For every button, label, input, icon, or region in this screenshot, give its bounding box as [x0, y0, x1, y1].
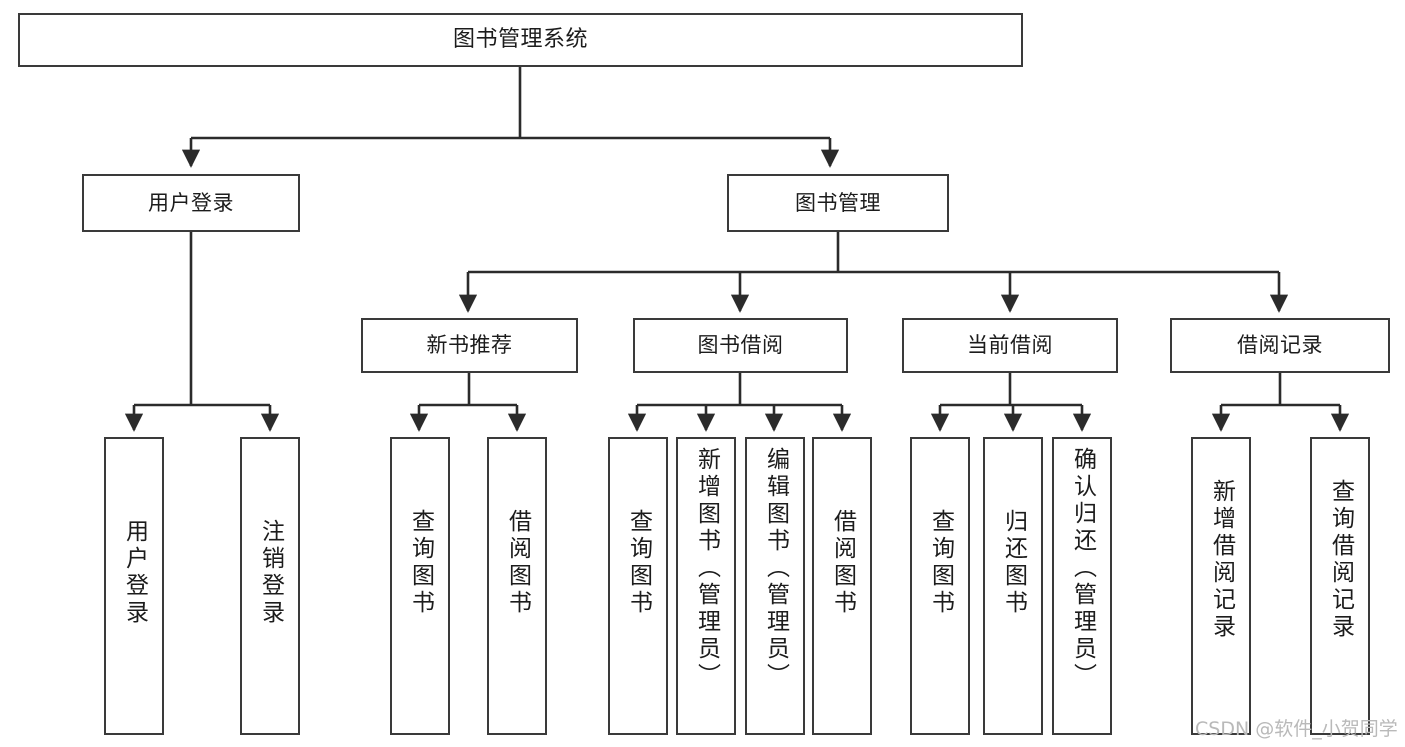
leaf-query-book-3[interactable]: 查询图书: [910, 437, 970, 735]
leaf-user-login[interactable]: 用户登录: [104, 437, 164, 735]
leaf-edit-book-label: 编辑图书（管理员）: [762, 447, 789, 690]
leaf-query-record[interactable]: 查询借阅记录: [1310, 437, 1370, 735]
node-new-book-recommend-label: 新书推荐: [426, 333, 513, 358]
node-book-borrow-label: 图书借阅: [697, 333, 784, 358]
leaf-borrow-book-1-label: 借阅图书: [504, 509, 531, 617]
leaf-logout-label: 注销登录: [257, 519, 284, 627]
node-user-login[interactable]: 用户登录: [82, 174, 300, 232]
leaf-confirm-return-label: 确认归还（管理员）: [1069, 447, 1096, 690]
leaf-add-record[interactable]: 新增借阅记录: [1191, 437, 1251, 735]
leaf-logout[interactable]: 注销登录: [240, 437, 300, 735]
leaf-query-book-3-label: 查询图书: [927, 509, 954, 617]
node-book-borrow[interactable]: 图书借阅: [633, 318, 848, 373]
leaf-query-book-1-label: 查询图书: [407, 509, 434, 617]
leaf-borrow-book-2-label: 借阅图书: [829, 509, 856, 617]
node-borrow-record-label: 借阅记录: [1237, 333, 1323, 358]
leaf-query-record-label: 查询借阅记录: [1327, 479, 1354, 641]
node-user-login-label: 用户登录: [148, 190, 234, 215]
node-root[interactable]: 图书管理系统: [18, 13, 1023, 67]
node-current-borrow-label: 当前借阅: [967, 333, 1053, 358]
leaf-add-book[interactable]: 新增图书（管理员）: [676, 437, 736, 735]
leaf-confirm-return[interactable]: 确认归还（管理员）: [1052, 437, 1112, 735]
node-book-manage[interactable]: 图书管理: [727, 174, 949, 232]
leaf-return-book-label: 归还图书: [1000, 509, 1027, 617]
leaf-edit-book[interactable]: 编辑图书（管理员）: [745, 437, 805, 735]
leaf-user-login-label: 用户登录: [121, 519, 148, 627]
leaf-add-record-label: 新增借阅记录: [1208, 479, 1235, 641]
leaf-query-book-1[interactable]: 查询图书: [390, 437, 450, 735]
node-root-label: 图书管理系统: [452, 27, 588, 53]
node-book-manage-label: 图书管理: [795, 190, 881, 215]
node-current-borrow[interactable]: 当前借阅: [902, 318, 1118, 373]
leaf-return-book[interactable]: 归还图书: [983, 437, 1043, 735]
node-borrow-record[interactable]: 借阅记录: [1170, 318, 1390, 373]
csdn-watermark: CSDN @软件_小贺同学: [1195, 718, 1398, 740]
leaf-query-book-2[interactable]: 查询图书: [608, 437, 668, 735]
node-new-book-recommend[interactable]: 新书推荐: [361, 318, 578, 373]
leaf-add-book-label: 新增图书（管理员）: [693, 447, 720, 690]
leaf-borrow-book-2[interactable]: 借阅图书: [812, 437, 872, 735]
leaf-query-book-2-label: 查询图书: [625, 509, 652, 617]
leaf-borrow-book-1[interactable]: 借阅图书: [487, 437, 547, 735]
